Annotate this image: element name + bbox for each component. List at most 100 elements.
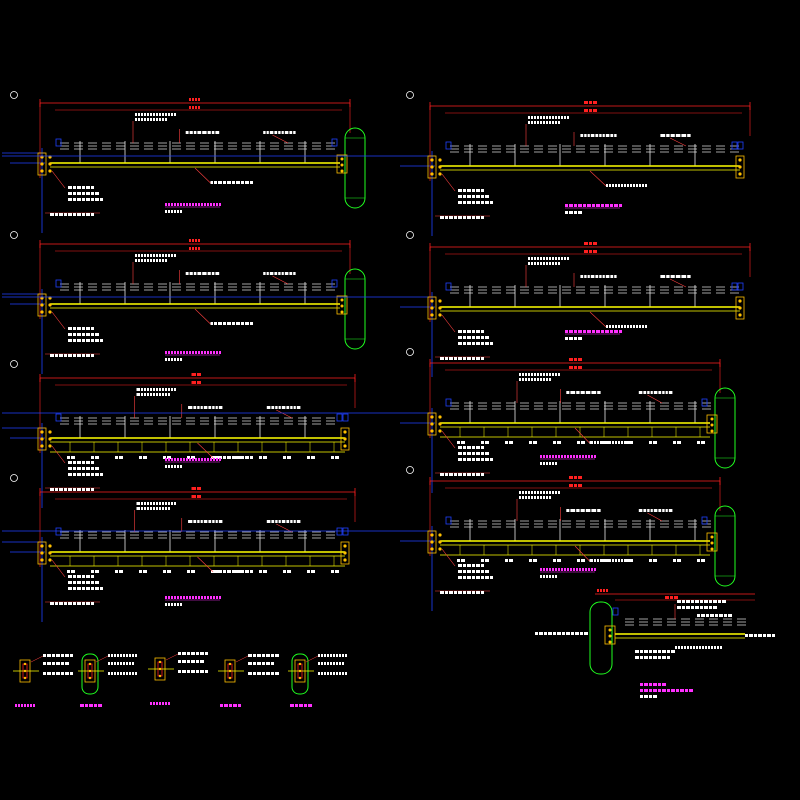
- bolt: [48, 310, 52, 314]
- small-connection-details: [13, 652, 347, 707]
- annotation-glyph: [218, 570, 222, 573]
- annotation-glyph: [168, 603, 170, 606]
- annotation-glyph: [73, 213, 76, 216]
- end-plate: [706, 532, 718, 552]
- annotation-glyph: [192, 98, 194, 101]
- bolt: [438, 299, 442, 303]
- annotation-glyph: [463, 216, 466, 219]
- annotation-glyph: [248, 662, 252, 665]
- callout-text: [248, 672, 279, 675]
- leader-line: [197, 442, 214, 459]
- annotation-glyph: [188, 406, 193, 409]
- annotation-glyph: [589, 441, 593, 444]
- annotation-glyph: [555, 121, 557, 124]
- annotation-glyph: [481, 216, 484, 219]
- annotation-glyph: [662, 509, 665, 512]
- annotation-glyph: [192, 239, 194, 242]
- annotation-glyph: [621, 441, 623, 444]
- annotation-glyph: [141, 259, 143, 262]
- annotation-glyph: [95, 192, 99, 195]
- annotation-glyph: [168, 596, 170, 599]
- annotation-glyph: [706, 614, 709, 617]
- annotation-glyph: [630, 184, 632, 187]
- annotation-glyph: [213, 458, 215, 461]
- annotation-glyph: [192, 458, 194, 461]
- annotation-glyph: [86, 587, 90, 590]
- annotation-glyph: [200, 520, 203, 523]
- spacing-label: [331, 456, 339, 459]
- annotation-glyph: [241, 181, 244, 184]
- annotation-glyph: [472, 576, 475, 579]
- annotation-glyph: [525, 496, 527, 499]
- detail-title: [290, 704, 312, 707]
- grid-label-box: [342, 413, 349, 422]
- annotation-glyph: [472, 458, 475, 461]
- annotation-glyph: [86, 602, 90, 605]
- leader-line: [272, 134, 289, 144]
- bolt: [438, 422, 442, 426]
- annotation-glyph: [565, 204, 568, 207]
- annotation-glyph: [82, 327, 85, 330]
- annotation-glyph: [86, 339, 90, 342]
- annotation-glyph: [561, 116, 563, 119]
- annotation-glyph: [136, 393, 140, 396]
- annotation-glyph: [668, 509, 673, 512]
- spacing-label: [625, 559, 633, 562]
- annotation-glyph: [658, 656, 661, 659]
- annotation-glyph: [714, 646, 716, 649]
- annotation-glyph: [644, 695, 648, 698]
- annotation-glyph: [227, 181, 231, 184]
- annotation-glyph: [585, 509, 591, 512]
- annotation-glyph: [574, 337, 577, 340]
- annotation-glyph: [576, 391, 580, 394]
- annotation-glyph: [77, 581, 81, 584]
- spacing-label: [625, 441, 633, 444]
- annotation-glyph: [91, 461, 94, 464]
- annotation-glyph: [614, 275, 617, 278]
- annotation-glyph: [95, 473, 99, 476]
- annotation-glyph: [614, 134, 617, 137]
- annotation-glyph: [82, 473, 85, 476]
- leader-line: [235, 655, 249, 663]
- annotation-glyph: [662, 391, 665, 394]
- annotation-glyph: [589, 242, 592, 245]
- annotation-glyph: [592, 204, 595, 207]
- annotation-glyph: [138, 254, 140, 257]
- annotation-glyph: [558, 121, 560, 124]
- end-plate: [735, 155, 745, 179]
- annotation-glyph: [567, 116, 569, 119]
- annotation-glyph: [156, 502, 158, 505]
- callout-text: [136, 507, 170, 510]
- bolt: [228, 662, 232, 666]
- bolt: [340, 310, 344, 314]
- annotation-glyph: [147, 113, 149, 116]
- annotation-glyph: [653, 650, 657, 653]
- annotation-glyph: [174, 358, 176, 361]
- annotation-glyph: [490, 342, 493, 345]
- annotation-glyph: [180, 603, 182, 606]
- grid-bubble-icon: [10, 474, 18, 482]
- annotation-glyph: [640, 656, 643, 659]
- annotation-glyph: [476, 189, 480, 192]
- annotation-glyph: [318, 672, 320, 675]
- annotation-glyph: [77, 461, 81, 464]
- annotation-glyph: [472, 216, 475, 219]
- annotation-glyph: [570, 391, 576, 394]
- reference-text: [50, 602, 94, 605]
- annotation-glyph: [531, 257, 533, 260]
- annotation-glyph: [528, 257, 530, 260]
- callout-text: [248, 662, 274, 665]
- annotation-glyph: [534, 496, 536, 499]
- reference-text: [440, 473, 484, 476]
- annotation-glyph: [95, 467, 99, 470]
- callout-text: [528, 257, 569, 260]
- annotation-glyph: [543, 491, 545, 494]
- annotation-glyph: [569, 484, 573, 487]
- annotation-glyph: [195, 351, 197, 354]
- annotation-glyph: [578, 484, 582, 487]
- annotation-glyph: [159, 113, 161, 116]
- end-plate: [427, 296, 437, 320]
- annotation-glyph: [684, 646, 686, 649]
- callout-text: [580, 134, 617, 137]
- callout-text: [185, 272, 220, 275]
